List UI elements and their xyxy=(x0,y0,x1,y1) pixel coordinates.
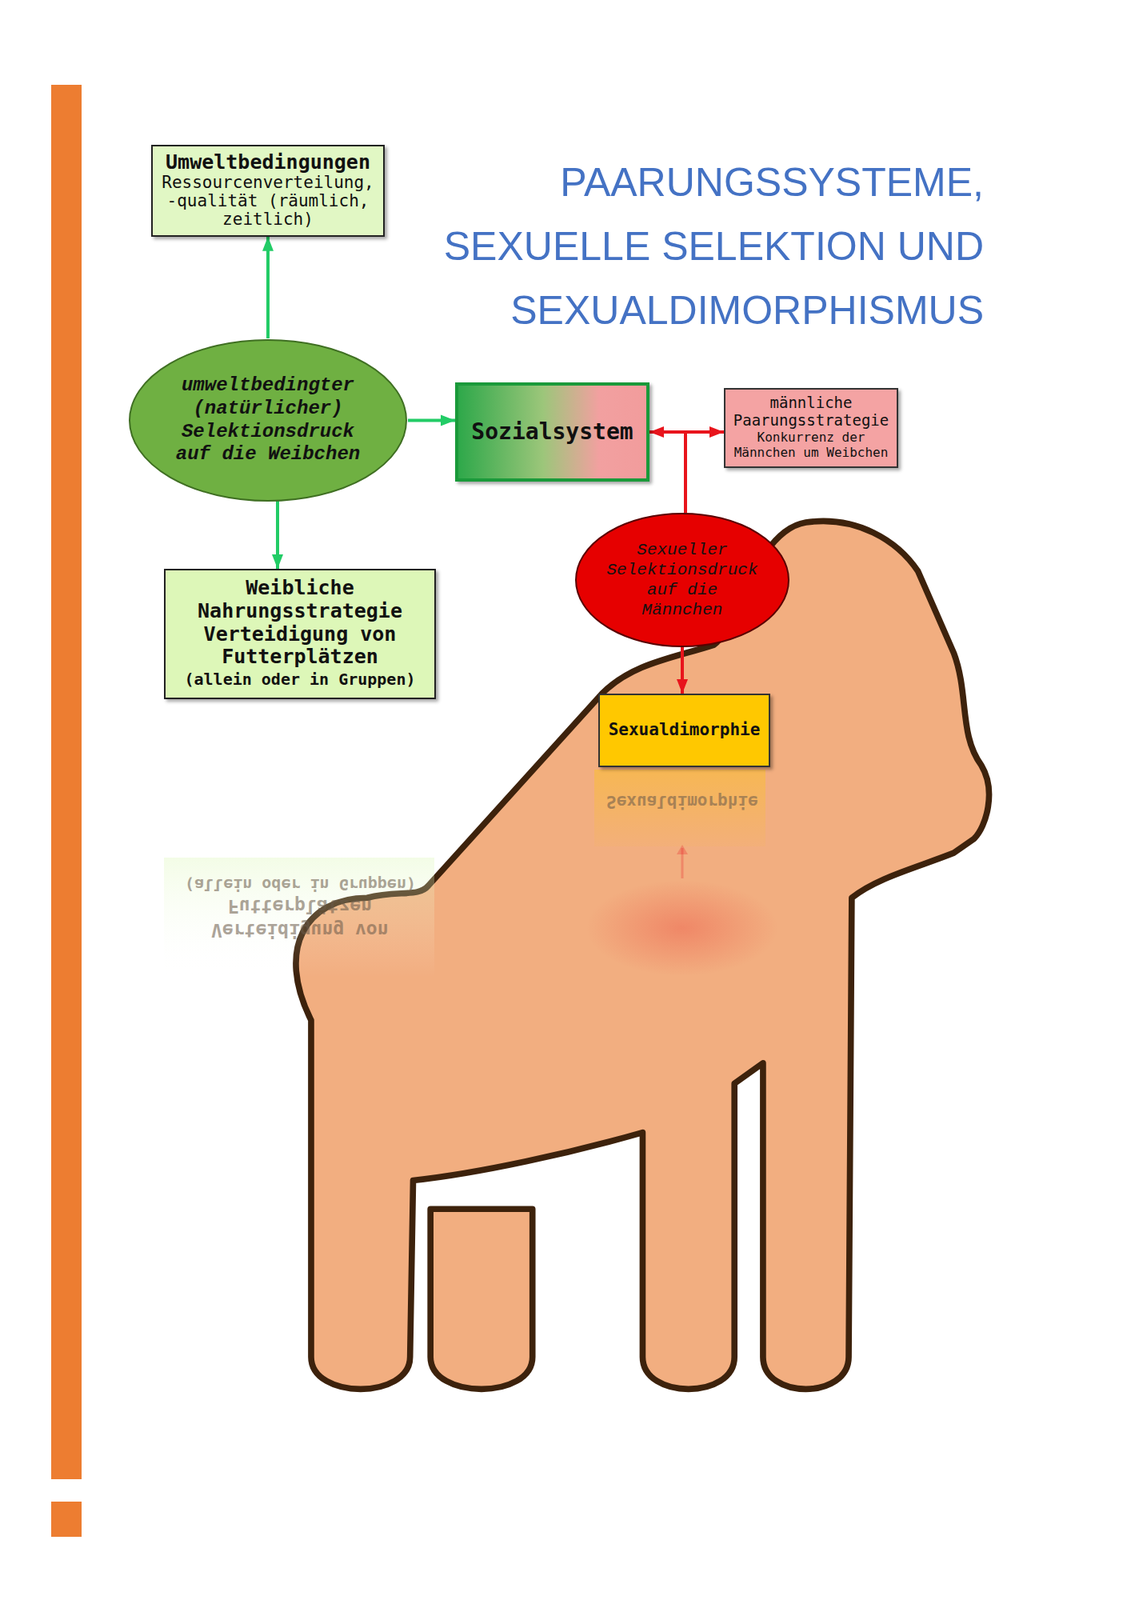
ellipse-shape xyxy=(575,513,789,647)
reflection-text: Futterplätzen xyxy=(227,895,372,917)
node-text: Ressourcenverteilung, -qualität (räumlic… xyxy=(160,173,376,229)
node-heading: Umweltbedingungen xyxy=(160,151,376,174)
connector-arrow xyxy=(649,431,686,513)
node-text: (allein oder in Gruppen) xyxy=(173,668,427,690)
reflection-box xyxy=(163,857,435,978)
connector-arrow xyxy=(685,431,724,513)
node-heading: Sexualdimorphie xyxy=(606,720,763,740)
selection-ellipse: umweltbedingter (natürlicher) Selektions… xyxy=(127,338,408,503)
node-heading: Weibliche Nahrungsstrategie xyxy=(173,576,427,624)
gorilla-leg xyxy=(430,1208,533,1389)
connector-arrow xyxy=(275,500,280,569)
ellipse-shape xyxy=(129,339,407,501)
system-box: Sozialsystem xyxy=(455,382,650,482)
node-heading: umweltbedingter (natürlicher) Selektions… xyxy=(170,374,367,467)
result-box: Sexualdimorphie xyxy=(598,693,771,768)
node-heading: männliche Paarungsstrategie xyxy=(731,394,891,430)
connector-arrow xyxy=(407,419,456,423)
reflection-glow xyxy=(586,879,779,976)
connector-arrow xyxy=(680,647,684,694)
connector-arrow xyxy=(266,236,270,339)
side-square xyxy=(51,1501,82,1537)
side-bar xyxy=(51,84,82,1479)
strategy-box: Weibliche NahrungsstrategieVerteidigung … xyxy=(163,568,436,700)
node-heading: Sexueller Selektionsdruck auf die Männch… xyxy=(604,539,760,621)
strategy-box: männliche PaarungsstrategieKonkurrenz de… xyxy=(723,387,899,468)
selection-ellipse: Sexueller Selektionsdruck auf die Männch… xyxy=(574,511,791,648)
ellipse-outline xyxy=(574,511,791,648)
reflection-text: Verteidigung von xyxy=(211,919,389,941)
condition-box: UmweltbedingungenRessourcenverteilung, -… xyxy=(151,144,385,237)
page-title: PAARUNGSSYSTEME, SEXUELLE SELEKTION UND … xyxy=(383,150,984,343)
reflection-box xyxy=(594,769,766,847)
reflection-text: Sexualdimorphie xyxy=(606,791,759,812)
node-text: Konkurrenz der Männchen um Weibchen xyxy=(731,429,891,460)
reflection-arrow xyxy=(676,844,688,855)
node-heading: Sozialsystem xyxy=(464,419,640,445)
node-text: Verteidigung von Futterplätzen xyxy=(173,623,427,670)
reflection-text: (allein oder in Gruppen) xyxy=(184,875,416,895)
